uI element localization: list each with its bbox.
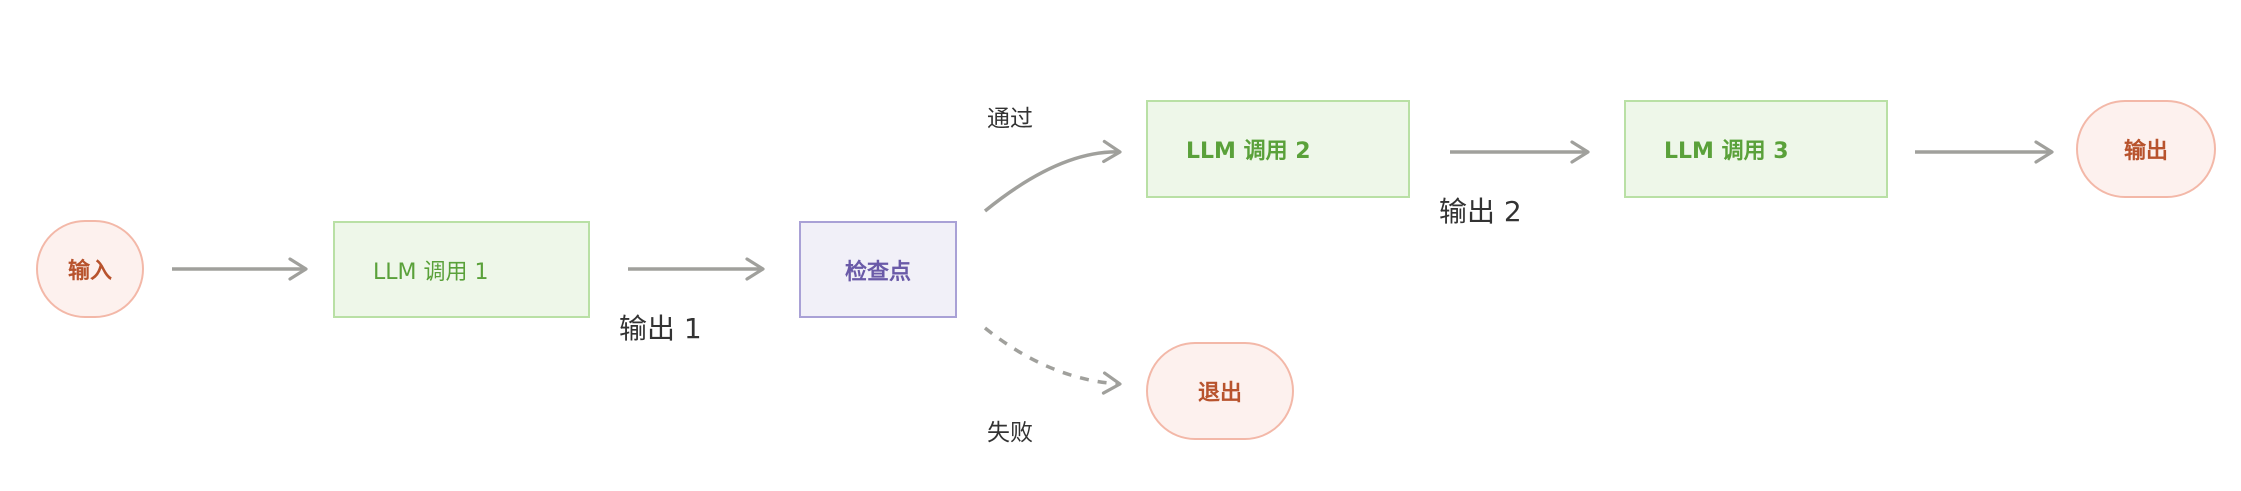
checkpoint-label: 检查点 (844, 259, 911, 285)
output-node-label: 输出 (2123, 139, 2168, 164)
edge-label-fail: 失败 (987, 420, 1033, 446)
llm-call-1-label: LLM 调用 1 (373, 259, 489, 285)
llm-call-3-label: LLM 调用 3 (1664, 139, 1789, 164)
edge-label-output-2: 输出 2 (1439, 195, 1522, 228)
exit-node-label: 退出 (1197, 381, 1242, 406)
edge-label-pass: 通过 (987, 106, 1033, 132)
arrow-checkpoint-to-exit (983, 326, 1122, 395)
llm-call-3-node: LLM 调用 3 (1624, 100, 1888, 198)
checkpoint-node: 检查点 (799, 221, 957, 318)
output-node: 输出 (2076, 100, 2216, 198)
edge-label-output-1: 输出 1 (619, 312, 702, 345)
arrow-checkpoint-to-llm2 (983, 139, 1122, 213)
exit-node: 退出 (1146, 342, 1294, 440)
llm-call-1-node: LLM 调用 1 (333, 221, 590, 318)
llm-call-2-label: LLM 调用 2 (1186, 139, 1311, 164)
llm-call-2-node: LLM 调用 2 (1146, 100, 1410, 198)
input-node: 输入 (36, 220, 144, 318)
input-node-label: 输入 (67, 259, 112, 284)
